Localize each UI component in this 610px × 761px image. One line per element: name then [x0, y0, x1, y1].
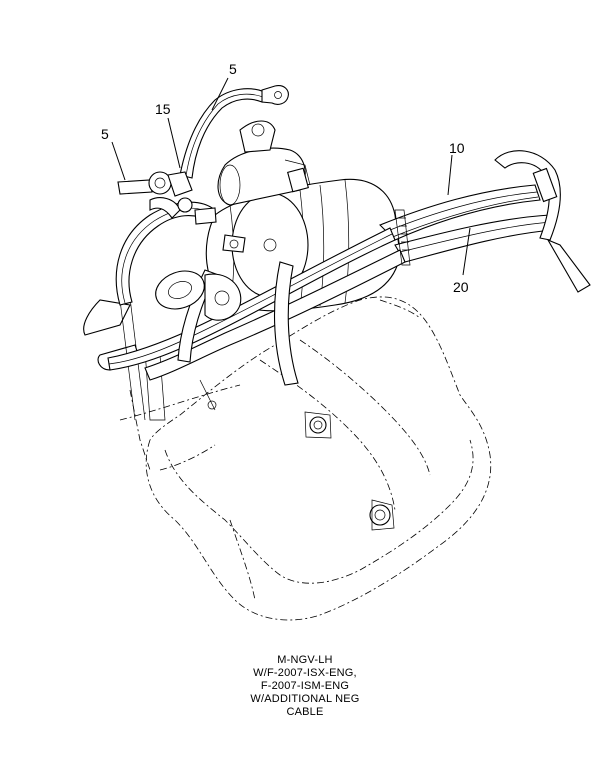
callout-20: 20 — [453, 279, 469, 295]
caption-line-2: W/F-2007-ISX-ENG, — [253, 667, 357, 679]
caption-line-4: W/ADDITIONAL NEG — [250, 693, 360, 705]
caption-line-1: M-NGV-LH — [277, 654, 333, 666]
cable-lug-left — [117, 171, 217, 225]
callout-15: 15 — [155, 101, 171, 117]
diagram-caption: M-NGV-LH W/F-2007-ISX-ENG, F-2007-ISM-EN… — [205, 654, 405, 719]
caption-line-3: F-2007-ISM-ENG — [260, 680, 350, 692]
negative-cable-upper — [179, 85, 289, 179]
callout-5-left: 5 — [101, 126, 109, 142]
callout-10: 10 — [449, 140, 465, 156]
callout-labels: 5 15 5 10 20 — [101, 61, 469, 295]
callout-5-top: 5 — [229, 61, 237, 77]
cable-harness — [107, 150, 591, 386]
starter-nose — [155, 234, 246, 321]
callout-leaders — [111, 77, 471, 276]
caption-line-5: CABLE — [286, 706, 324, 718]
